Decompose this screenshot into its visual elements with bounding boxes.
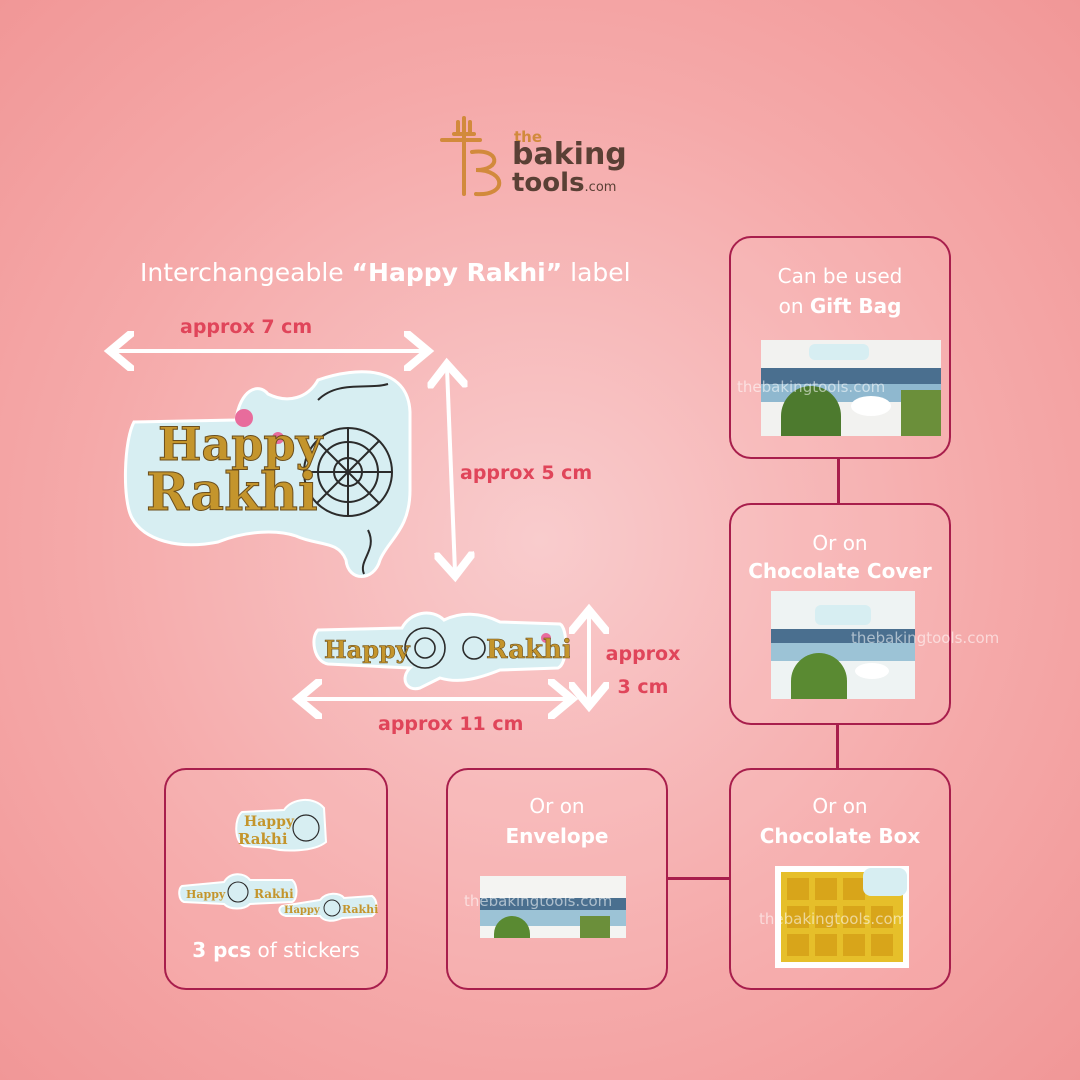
gift-bag-prefix: on [778, 294, 810, 318]
chocolate-box-line1: Or on [812, 794, 868, 818]
card-gift-bag: Can be used on Gift Bag thebakingtools.c… [729, 236, 951, 459]
small-rakhi-sticker: Happy Rakhi [312, 611, 570, 691]
logo-com: .com [584, 180, 617, 195]
chocolate-box-line2: Chocolate Box [731, 824, 949, 848]
sticker1-rakhi: Rakhi [238, 830, 288, 848]
chocolate-cover-watermark: thebakingtools.com [851, 629, 1000, 647]
height-small-line1: approx [605, 643, 681, 665]
gift-bag-photo [761, 340, 941, 436]
title-emphasis: “Happy Rakhi” [351, 258, 563, 287]
envelope-line2: Envelope [448, 824, 666, 848]
chocolate-box-watermark: thebakingtools.com [759, 910, 908, 928]
connector-giftbag-cover [837, 459, 840, 503]
brand-logo [440, 112, 630, 202]
title-suffix: label [562, 258, 631, 287]
connector-cover-box [836, 725, 839, 768]
large-rakhi-sticker: Happy Rakhi [123, 370, 412, 578]
connector-envelope-box [668, 877, 729, 880]
gift-bag-line1: Can be used [777, 264, 903, 288]
sticker2-rakhi: Rakhi [254, 887, 294, 901]
card-stickers: Happy Rakhi Happy Rakhi Happy Rakhi 3 pc… [164, 768, 388, 990]
height-large-label: approx 5 cm [460, 462, 593, 484]
sticker1-happy: Happy [244, 814, 295, 830]
envelope-watermark: thebakingtools.com [464, 892, 613, 910]
chocolate-cover-photo [771, 591, 915, 699]
card-chocolate-cover: Or on Chocolate Cover thebakingtools.com [729, 503, 999, 725]
sticker3-rakhi: Rakhi [342, 903, 378, 916]
chocolate-cover-line2: Chocolate Cover [731, 559, 949, 583]
card-chocolate-box: Or on Chocolate Box thebakingtools.com [729, 768, 951, 990]
chocolate-box-bold: Chocolate Box [759, 824, 921, 848]
card-envelope: Or on Envelope thebakingtools.com [446, 768, 668, 990]
large-sticker-happy: Happy [158, 417, 324, 471]
title-prefix: Interchangeable [140, 258, 352, 287]
logo-tools-text: tools [512, 168, 585, 198]
stickers-suffix: of stickers [251, 938, 360, 962]
height-small-line2: 3 cm [617, 676, 669, 698]
height-small-label: approx 3 cm [598, 638, 688, 704]
small-sticker-happy: Happy [324, 635, 411, 664]
envelope-bold: Envelope [505, 824, 609, 848]
gift-bag-line2: on Gift Bag [731, 294, 949, 318]
page-title: Interchangeable “Happy Rakhi” label [140, 258, 700, 287]
logo-the: the [514, 128, 543, 146]
logo-baking: baking [512, 137, 627, 172]
chocolate-cover-bold: Chocolate Cover [748, 559, 932, 583]
logo-mark-icon [440, 116, 502, 197]
small-sticker-rakhi: Rakhi [486, 635, 570, 665]
gift-bag-bold: Gift Bag [809, 294, 902, 318]
sticker2-happy: Happy [186, 888, 226, 901]
height-large-arrow [447, 368, 455, 572]
gift-bag-watermark: thebakingtools.com [737, 378, 886, 396]
large-sticker-rakhi: Rakhi [146, 462, 318, 523]
chocolate-box-photo [775, 866, 909, 968]
width-large-label: approx 7 cm [180, 316, 313, 338]
stickers-pack-illustration: Happy Rakhi Happy Rakhi Happy Rakhi [178, 799, 378, 922]
logo-tools: tools.com [512, 170, 616, 196]
width-small-label: approx 11 cm [378, 713, 524, 735]
envelope-line1: Or on [529, 794, 585, 818]
sticker3-happy: Happy [284, 905, 321, 916]
envelope-photo [480, 876, 626, 938]
stickers-caption: 3 pcs of stickers [166, 938, 386, 962]
stickers-count: 3 pcs [192, 938, 252, 962]
chocolate-cover-line1: Or on [812, 531, 868, 555]
